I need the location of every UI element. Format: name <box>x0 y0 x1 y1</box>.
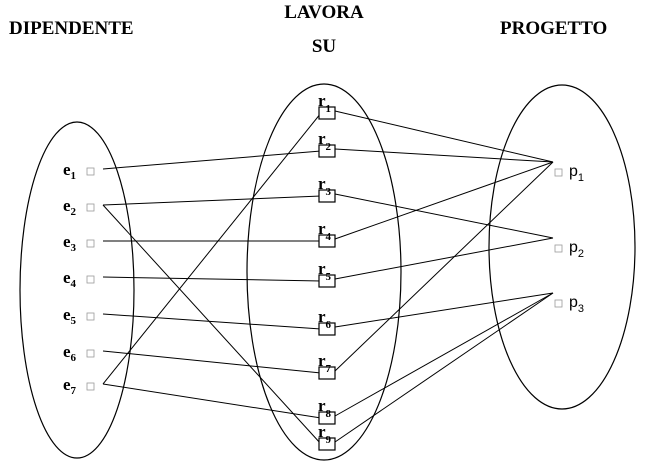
link-e6-r7 <box>102 350 322 374</box>
project-label: p2 <box>569 239 584 260</box>
link-e4-r5 <box>102 276 322 282</box>
links-layer <box>102 110 554 445</box>
lavora-heading: LAVORA <box>284 2 364 23</box>
relation-label: r4 <box>318 219 332 243</box>
link-r2-p1 <box>334 148 554 163</box>
link-r5-p2 <box>334 237 554 280</box>
relation-box <box>318 411 336 425</box>
employee-label: e1 <box>63 160 76 182</box>
link-r4-p1 <box>334 161 554 240</box>
employee-label: e2 <box>63 196 77 218</box>
progetto-set <box>488 84 636 410</box>
employee-node-e1: e1 <box>63 160 95 182</box>
link-r1-p1 <box>334 110 554 163</box>
relation-label: r2 <box>318 129 332 153</box>
employee-label: e5 <box>63 305 77 327</box>
link-r6-p3 <box>334 292 554 328</box>
project-marker <box>554 244 563 253</box>
relation-box <box>318 322 336 336</box>
relation-box <box>318 234 336 248</box>
link-e5-r6 <box>102 313 322 330</box>
relation-node-r1: r1 <box>318 91 336 120</box>
dipendente-set <box>19 121 135 459</box>
employee-marker <box>86 167 95 176</box>
employee-marker <box>86 382 95 391</box>
link-e7-r8 <box>102 383 322 419</box>
relation-box <box>318 106 336 120</box>
relation-node-r5: r5 <box>318 259 336 288</box>
relation-label: r6 <box>318 307 332 331</box>
project-marker <box>554 168 563 177</box>
relation-label: r8 <box>318 396 332 420</box>
relation-label: r7 <box>318 351 332 375</box>
progetto-heading: PROGETTO <box>500 18 607 39</box>
relation-box <box>318 144 336 158</box>
employee-marker <box>86 239 95 248</box>
relation-node-r7: r7 <box>318 351 336 380</box>
relation-label: r9 <box>318 422 332 446</box>
relation-node-r4: r4 <box>318 219 336 248</box>
su-heading: SU <box>312 36 337 57</box>
link-e2-r3 <box>102 195 322 206</box>
link-r9-p3 <box>334 292 554 443</box>
relation-node-r3: r3 <box>318 174 336 203</box>
employee-label: e4 <box>63 268 77 290</box>
link-e7-r1 <box>102 112 322 385</box>
link-r8-p3 <box>334 292 554 417</box>
relation-box <box>318 274 336 288</box>
relation-box <box>318 189 336 203</box>
relation-box <box>318 437 336 451</box>
employee-marker <box>86 275 95 284</box>
project-marker <box>554 299 563 308</box>
project-node-p2: p2 <box>554 239 584 260</box>
employee-label: e7 <box>63 375 77 397</box>
employee-marker <box>86 349 95 358</box>
project-node-p3: p3 <box>554 294 584 315</box>
link-e1-r2 <box>102 150 322 170</box>
relation-node-r6: r6 <box>318 307 336 336</box>
project-node-p1: p1 <box>554 163 584 184</box>
employee-node-e6: e6 <box>63 342 95 364</box>
employee-marker <box>86 203 95 212</box>
relation-label: r5 <box>318 259 332 283</box>
lavora-su-set <box>246 83 402 461</box>
link-r7-p1 <box>334 161 554 372</box>
relation-label: r1 <box>318 91 331 115</box>
employee-node-e2: e2 <box>63 196 95 218</box>
employee-marker <box>86 312 95 321</box>
employee-label: e3 <box>63 232 77 254</box>
employee-node-e3: e3 <box>63 232 95 254</box>
relation-label: r3 <box>318 174 332 198</box>
employee-node-e4: e4 <box>63 268 95 290</box>
employee-node-e5: e5 <box>63 305 95 327</box>
project-label: p3 <box>569 294 584 315</box>
dipendente-heading: DIPENDENTE <box>9 18 134 39</box>
project-label: p1 <box>569 163 584 184</box>
relation-box <box>318 366 336 380</box>
link-r3-p2 <box>334 193 554 239</box>
relation-node-r9: r9 <box>318 422 336 451</box>
relation-node-r8: r8 <box>318 396 336 425</box>
employee-node-e7: e7 <box>63 375 95 397</box>
link-e2-r9 <box>102 204 322 445</box>
relation-node-r2: r2 <box>318 129 336 158</box>
employee-label: e6 <box>63 342 77 364</box>
